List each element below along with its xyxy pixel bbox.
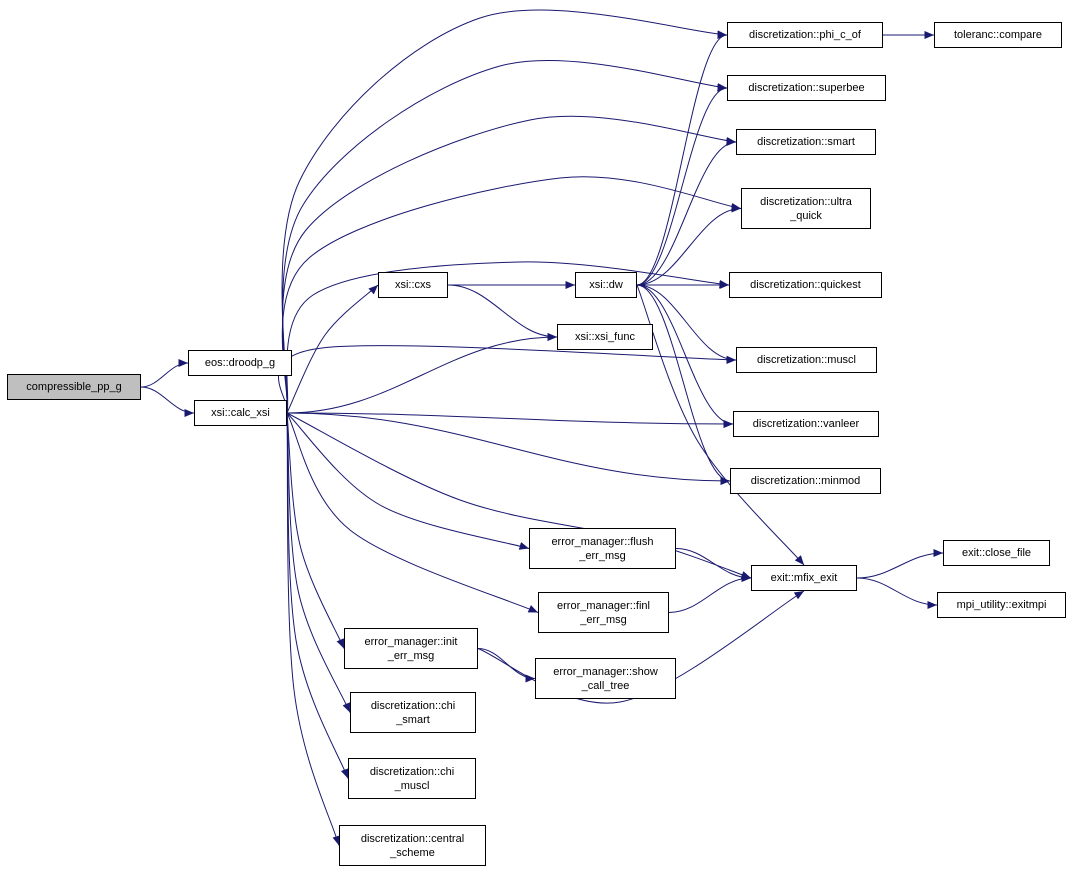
node-label: error_manager::finl xyxy=(557,599,650,612)
edge-cxs-xsi_func xyxy=(447,284,558,341)
node-label: compressible_pp_g xyxy=(26,381,122,393)
node-label: error_manager::init xyxy=(364,635,458,648)
node-label: discretization::quickest xyxy=(750,279,861,291)
node-label: xsi::dw xyxy=(589,279,623,291)
node-label: xsi::calc_xsi xyxy=(211,407,270,419)
node-label: discretization::phi_c_of xyxy=(749,29,861,41)
node-label: exit::mfix_exit xyxy=(770,572,838,584)
node-calc_xsi[interactable]: xsi::calc_xsi xyxy=(194,400,287,426)
node-superbee[interactable]: discretization::superbee xyxy=(727,75,886,101)
edge-calc_xsi-central_scheme xyxy=(286,412,341,846)
node-label: discretization::vanleer xyxy=(752,418,860,430)
node-label: discretization::central xyxy=(360,832,465,845)
node-label: _err_msg xyxy=(580,613,627,626)
edge-calc_xsi-smart xyxy=(281,115,737,414)
node-label: error_manager::flush xyxy=(551,535,654,548)
node-dw[interactable]: xsi::dw xyxy=(575,272,637,298)
node-flush_err_msg[interactable]: error_manager::flush_err_msg xyxy=(529,528,676,569)
node-label: _scheme xyxy=(390,846,435,859)
node-eos_droodp_g[interactable]: eos::droodp_g xyxy=(188,350,292,376)
edge-dw-vanleer xyxy=(636,284,734,428)
edge-mfix_exit-exitmpi xyxy=(856,577,938,609)
node-label: toleranc::compare xyxy=(953,29,1043,41)
node-xsi_func[interactable]: xsi::xsi_func xyxy=(557,324,653,350)
edge-calc_xsi-chi_smart xyxy=(286,412,351,713)
edge-compressible_pp_g-eos_droodp_g xyxy=(140,359,189,388)
node-label: error_manager::show xyxy=(553,665,658,678)
node-label: mpi_utility::exitmpi xyxy=(956,599,1047,611)
edge-dw-phi_c_of xyxy=(636,31,728,286)
node-quickest[interactable]: discretization::quickest xyxy=(729,272,882,298)
edge-calc_xsi-mfix_exit xyxy=(286,412,752,579)
node-minmod[interactable]: discretization::minmod xyxy=(730,468,881,494)
node-chi_muscl[interactable]: discretization::chi_muscl xyxy=(348,758,476,799)
edge-calc_xsi-chi_muscl xyxy=(286,412,349,779)
edge-dw-mfix_exit xyxy=(636,284,805,566)
edge-finl_err_msg-mfix_exit xyxy=(668,574,752,613)
node-smart[interactable]: discretization::smart xyxy=(736,129,876,155)
node-label: exit::close_file xyxy=(961,547,1032,559)
node-label: discretization::ultra xyxy=(760,195,852,208)
node-label: _smart xyxy=(396,713,430,726)
edge-calc_xsi-minmod xyxy=(286,412,731,485)
node-label: discretization::minmod xyxy=(750,475,861,487)
node-label: discretization::muscl xyxy=(756,354,857,366)
node-chi_smart[interactable]: discretization::chi_smart xyxy=(350,692,476,733)
edge-dw-smart xyxy=(636,138,737,286)
edge-calc_xsi-muscl xyxy=(277,345,737,414)
node-label: _muscl xyxy=(394,779,430,792)
edge-dw-minmod xyxy=(636,284,731,485)
edge-dw-ultra_quick xyxy=(636,204,742,286)
node-label: eos::droodp_g xyxy=(204,357,276,369)
node-vanleer[interactable]: discretization::vanleer xyxy=(733,411,879,437)
node-close_file[interactable]: exit::close_file xyxy=(943,540,1050,566)
edge-calc_xsi-ultra_quick xyxy=(281,176,742,414)
node-init_err_msg[interactable]: error_manager::init_err_msg xyxy=(344,628,478,669)
node-mfix_exit[interactable]: exit::mfix_exit xyxy=(751,565,857,591)
edge-dw-muscl xyxy=(636,284,737,364)
node-cxs[interactable]: xsi::cxs xyxy=(378,272,448,298)
node-label: discretization::smart xyxy=(757,136,855,148)
node-label: _call_tree xyxy=(581,679,630,692)
edge-mfix_exit-close_file xyxy=(856,549,944,579)
edge-init_err_msg-mfix_exit xyxy=(477,590,805,704)
node-show_call_tree[interactable]: error_manager::show_call_tree xyxy=(535,658,676,699)
node-finl_err_msg[interactable]: error_manager::finl_err_msg xyxy=(538,592,669,633)
node-label: xsi::cxs xyxy=(394,279,432,291)
node-muscl[interactable]: discretization::muscl xyxy=(736,347,877,373)
node-compressible_pp_g: compressible_pp_g xyxy=(7,374,141,400)
edge-calc_xsi-phi_c_of xyxy=(281,9,728,414)
node-label: discretization::chi xyxy=(370,699,456,712)
edge-calc_xsi-finl_err_msg xyxy=(286,412,539,613)
edge-calc_xsi-flush_err_msg xyxy=(286,412,530,550)
edge-calc_xsi-cxs xyxy=(286,284,379,414)
edge-calc_xsi-xsi_func xyxy=(286,333,558,414)
edge-compressible_pp_g-calc_xsi xyxy=(140,386,195,417)
node-exitmpi[interactable]: mpi_utility::exitmpi xyxy=(937,592,1066,618)
edge-calc_xsi-init_err_msg xyxy=(286,412,345,649)
node-label: discretization::superbee xyxy=(748,82,865,94)
node-label: _err_msg xyxy=(387,649,435,662)
node-label: _err_msg xyxy=(579,549,626,562)
edge-calc_xsi-superbee xyxy=(282,59,728,414)
node-phi_c_of[interactable]: discretization::phi_c_of xyxy=(727,22,883,48)
node-label: xsi::xsi_func xyxy=(575,331,635,343)
node-central_scheme[interactable]: discretization::central_scheme xyxy=(339,825,486,866)
edge-dw-superbee xyxy=(636,84,728,286)
edge-calc_xsi-quickest xyxy=(286,261,730,414)
node-label: discretization::chi xyxy=(369,765,455,778)
edge-calc_xsi-vanleer xyxy=(286,412,734,428)
node-ultra_quick[interactable]: discretization::ultra_quick xyxy=(741,188,871,229)
node-label: _quick xyxy=(790,209,822,222)
node-compare[interactable]: toleranc::compare xyxy=(934,22,1062,48)
